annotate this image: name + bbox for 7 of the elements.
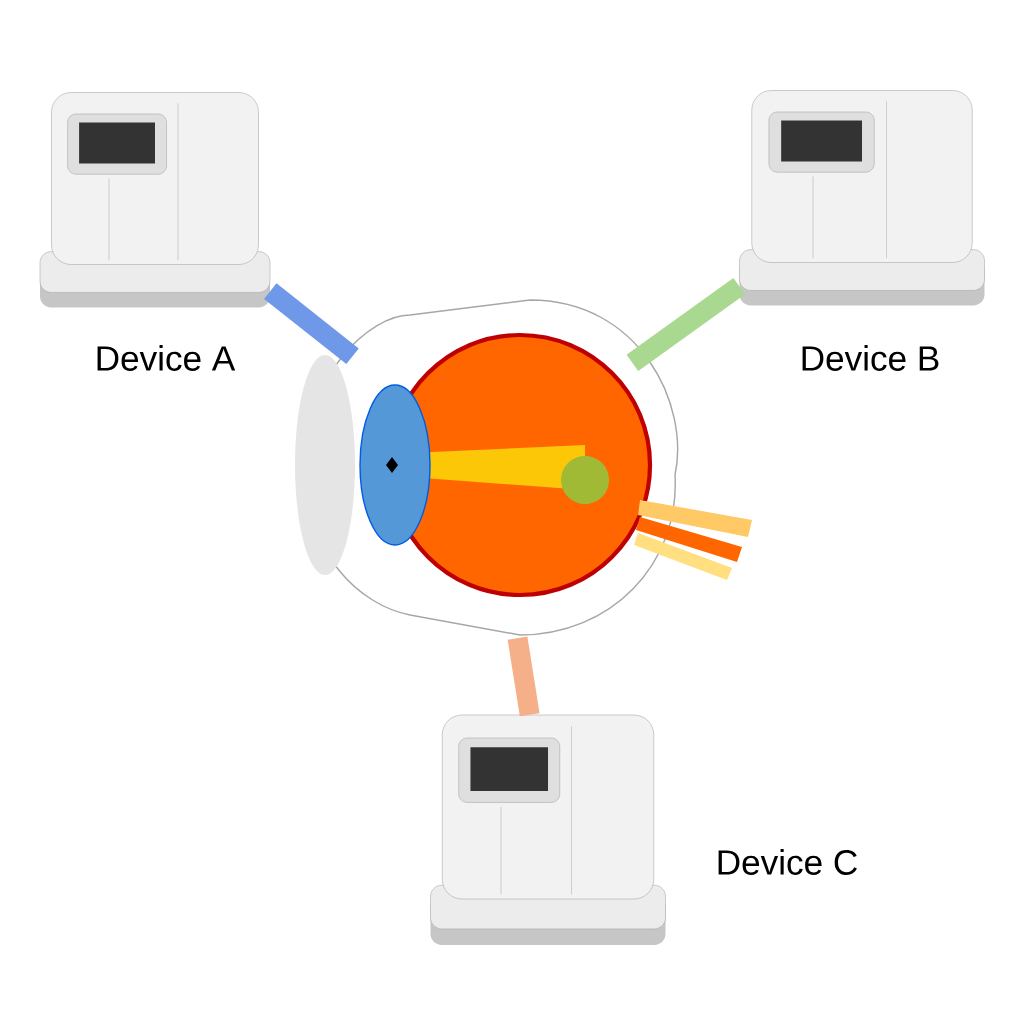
- light-beam: [507, 636, 540, 717]
- light-beam: [626, 277, 746, 371]
- device-label: Device C: [718, 849, 857, 875]
- eye-drawing: [295, 299, 752, 636]
- device-label: Device B: [802, 345, 939, 371]
- light-beam: [264, 283, 359, 365]
- device-label: Device A: [97, 345, 236, 371]
